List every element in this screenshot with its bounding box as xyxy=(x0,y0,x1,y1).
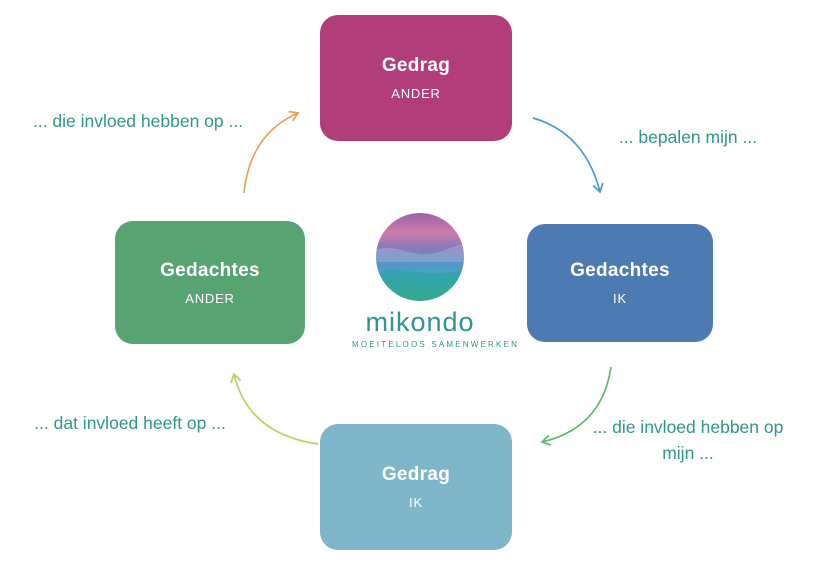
box-title: Gedrag xyxy=(381,55,451,76)
box-title: Gedachtes xyxy=(570,260,670,281)
box-title: Gedachtes xyxy=(160,259,260,281)
arrow-bottom-to-left xyxy=(230,372,319,445)
mikondo-logo: mikondo MOEITELOOS SAMENWERKEN xyxy=(352,212,520,349)
box-subtitle: IK xyxy=(613,291,627,306)
label-die-invloed-hebben-op: ... die invloed hebben op ... xyxy=(32,111,244,131)
box-subtitle: IK xyxy=(409,495,423,510)
box-subtitle: ANDER xyxy=(185,290,235,306)
label-dat-invloed-heeft-op: ... dat invloed heeft op ... xyxy=(34,413,226,433)
logo-wordmark: mikondo xyxy=(365,307,475,337)
label-bepalen-mijn: ... bepalen mijn ... xyxy=(618,127,758,147)
box-gedrag-ik: Gedrag IK xyxy=(320,424,512,550)
box-subtitle: ANDER xyxy=(391,86,441,101)
logo-mark-icon xyxy=(376,213,464,301)
box-gedachtes-ik: Gedachtes IK xyxy=(527,224,713,342)
box-gedachtes-ander: Gedachtes ANDER xyxy=(115,221,305,344)
box-title: Gedrag xyxy=(381,464,451,485)
box-gedrag-ander: Gedrag ANDER xyxy=(320,15,512,141)
logo-tagline: MOEITELOOS SAMENWERKEN xyxy=(352,340,520,349)
label-die-invloed-hebben-op-mijn: ... die invloed hebben op mijn ... xyxy=(592,417,784,464)
